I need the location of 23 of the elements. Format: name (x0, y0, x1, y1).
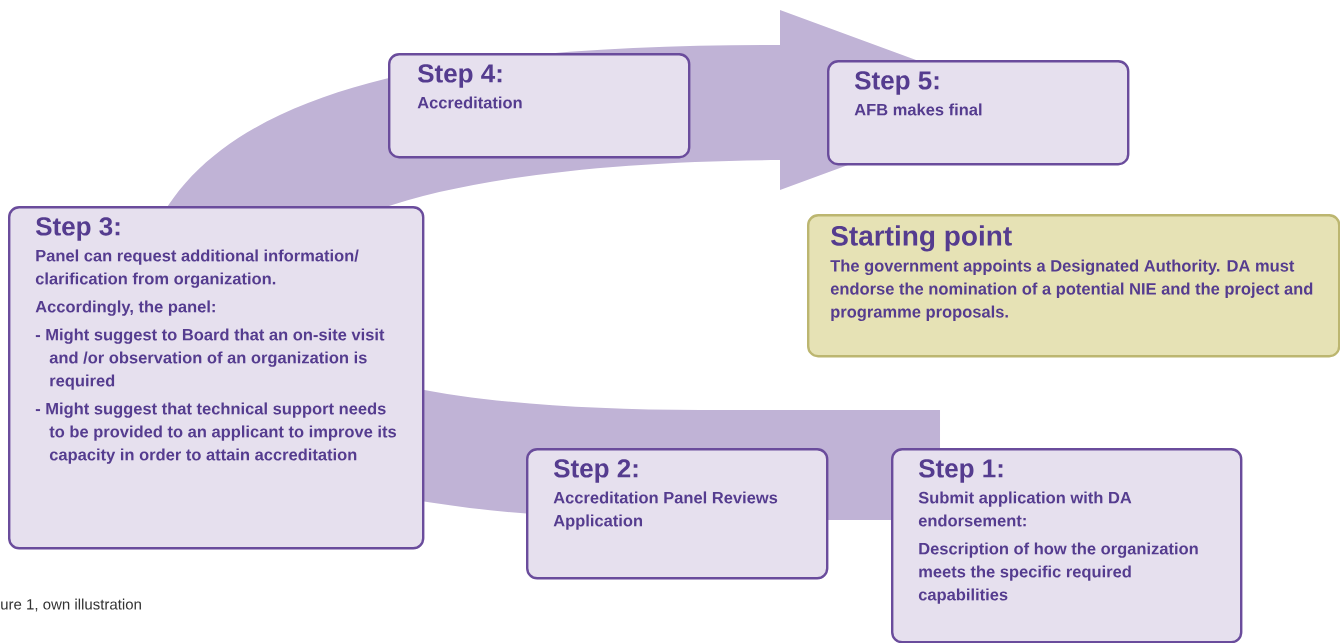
box-heading: Starting point (831, 225, 1012, 252)
step-box (807, 214, 1340, 358)
caption: ure 1, own illustration (1, 598, 141, 612)
box-text: Submit application with DA endorsement: (918, 491, 1132, 527)
box-text: Accreditation Panel Reviews Application (553, 491, 778, 530)
box-heading: Step 5: (854, 71, 939, 95)
step-box (891, 448, 1243, 643)
step-box (827, 60, 1130, 166)
box-text: AFB makes final (854, 103, 982, 116)
box-text: Accordingly, the panel: (35, 300, 215, 316)
step-box (526, 448, 829, 580)
step-box (8, 206, 425, 550)
box-heading: Step 1: (918, 459, 1003, 483)
box-text: Accreditation (417, 96, 522, 109)
box-text: Description of how the organization meets the specific required capabilities (918, 542, 1198, 604)
box-heading: Step 4: (417, 64, 502, 88)
step-box (388, 53, 691, 159)
box-text: - Might suggest to Board that an on-site visit and /or observation of an organization is required (35, 328, 385, 390)
box-heading: Step 3: (35, 217, 120, 241)
box-text: The government appoints a Designated Authority. DA must endorse the nomination of a potential NIE and the project and programme proposals. (830, 259, 1313, 321)
box-text: - Might suggest that technical support needs to be provided to an applicant to improve its capacity in order to attain accreditation (35, 402, 396, 464)
box-text: Panel can request additional information/ clarification from organization. (35, 249, 359, 288)
box-heading: Step 2: (553, 459, 638, 483)
